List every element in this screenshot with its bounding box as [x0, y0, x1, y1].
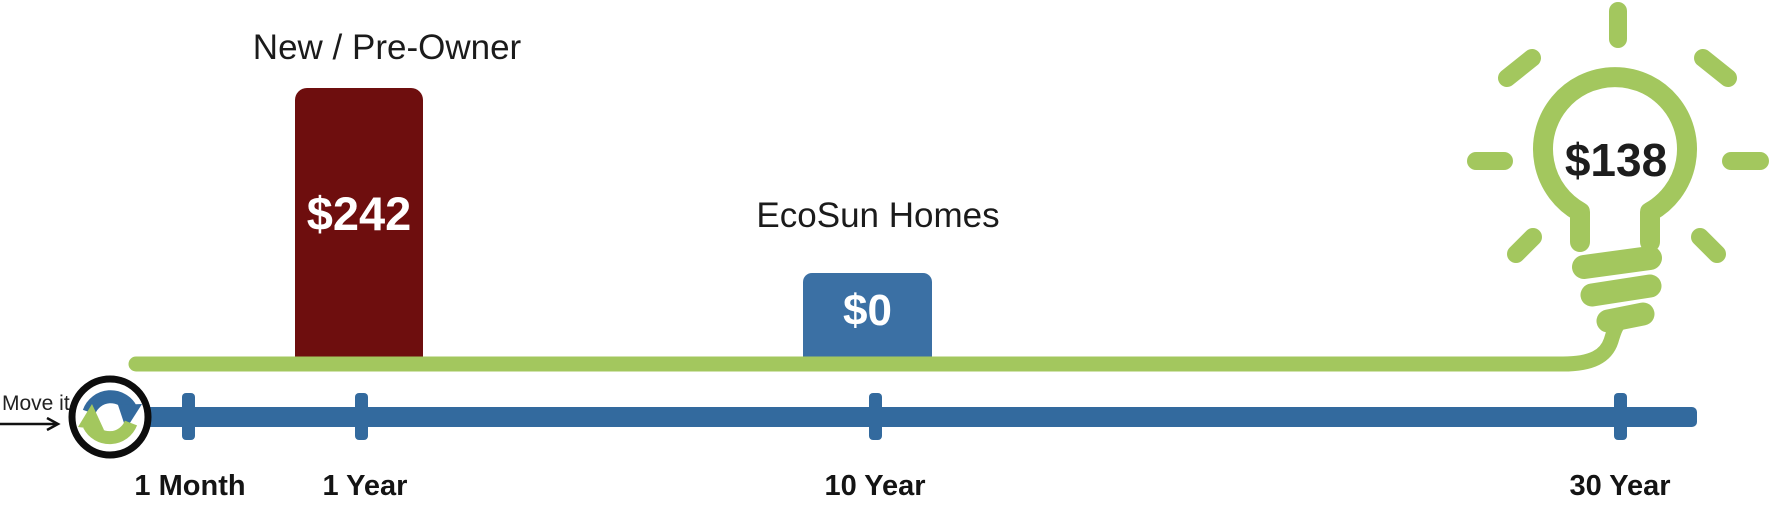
ecosun-homes-value: $0 [843, 286, 892, 335]
bulb-base-coil-2 [1580, 274, 1662, 307]
move-it-arrow-icon [0, 417, 61, 431]
cycle-icon-green-arrow [83, 420, 138, 445]
tick-label-10-year: 10 Year [824, 470, 926, 502]
bulb-ray-upper-left-icon [1498, 49, 1541, 87]
new-preowner-value: $242 [306, 187, 412, 240]
lightbulb-icon [1533, 67, 1697, 252]
move-it-label: Move it [2, 392, 70, 415]
timeline-axis [140, 407, 1697, 427]
cycle-icon-green-arrowhead [78, 404, 104, 430]
bulb-base-coil-3 [1596, 302, 1655, 333]
tick-label-1-year: 1 Year [322, 470, 408, 502]
ecosun-homes-title: EcoSun Homes [756, 196, 1000, 235]
tick-label-30-year: 30 Year [1569, 470, 1671, 502]
new-preowner-title: New / Pre-Owner [252, 28, 522, 67]
timeline-tick-1-year [355, 393, 368, 440]
timeline-tick-1-month [182, 393, 195, 440]
bulb-ray-lower-left-icon [1507, 228, 1542, 263]
green-cost-line [128, 313, 1629, 372]
move-handle-cycle-icon[interactable] [64, 371, 156, 463]
timeline-tick-10-year [869, 393, 882, 440]
bulb-base-coil-1 [1572, 246, 1662, 279]
tick-label-1-month: 1 Month [134, 470, 246, 502]
bulb-ray-upper-right-icon [1694, 49, 1737, 87]
bulb-ray-lower-right-icon [1691, 228, 1726, 263]
ecosun-homes-bar: $0 [803, 273, 932, 370]
bulb-value: $138 [1565, 134, 1667, 186]
new-preowner-bar: $242 [295, 88, 423, 370]
timeline-tick-30-year [1614, 393, 1627, 440]
